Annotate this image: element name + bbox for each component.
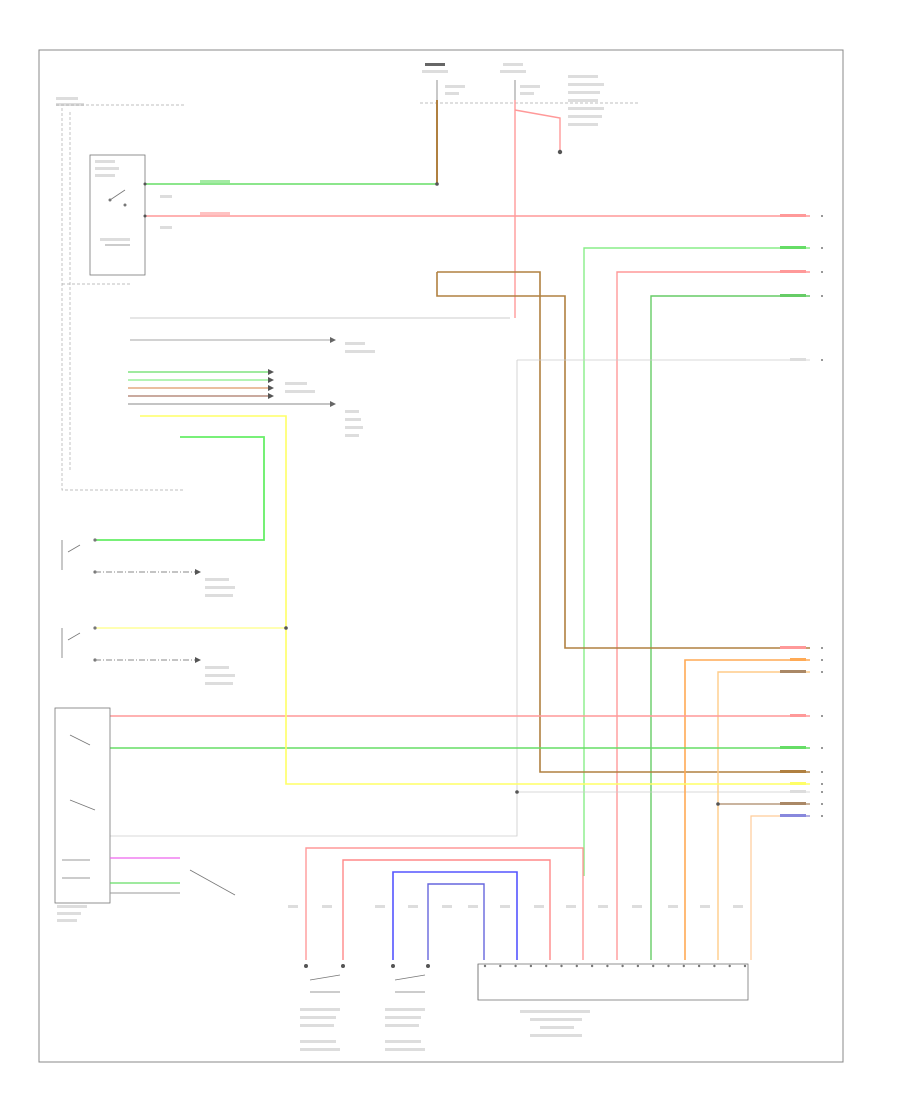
bottom-wire-labels xyxy=(288,905,743,908)
connector-pin xyxy=(728,964,731,968)
right-wire-tags xyxy=(780,214,806,817)
right-pin xyxy=(821,359,823,361)
wire-orange-1 xyxy=(684,659,810,960)
hot-at-all-times-label xyxy=(56,97,84,106)
control-module-bottom-right xyxy=(477,963,749,1037)
wire-gray-vertical xyxy=(110,360,518,837)
connector-pin xyxy=(560,964,563,968)
connector-pin xyxy=(590,964,594,968)
fuse-block-right xyxy=(500,63,604,126)
connector-pin xyxy=(499,964,502,968)
right-edge-pins xyxy=(821,215,823,817)
connector-pin xyxy=(545,964,548,968)
right-pin xyxy=(821,791,823,793)
connector-pin xyxy=(697,964,701,968)
switch-top-left xyxy=(89,154,230,276)
right-pin xyxy=(821,295,823,297)
connector-pin xyxy=(529,964,533,968)
connector-pin xyxy=(514,964,517,968)
switch-door-left xyxy=(61,538,235,597)
right-pin xyxy=(821,783,823,785)
connector-pin xyxy=(713,964,716,968)
right-pin xyxy=(821,215,823,217)
wire-orange-2 xyxy=(717,671,810,960)
fuse-block-left xyxy=(422,63,465,100)
right-pin xyxy=(821,671,823,673)
right-pin xyxy=(821,247,823,249)
junction-dots xyxy=(143,149,720,806)
wire-tan-loop-2 xyxy=(436,272,810,649)
module-bottom-left xyxy=(54,707,236,922)
connector-pin xyxy=(606,964,609,968)
wire-pink-branch xyxy=(514,109,561,150)
connector-rows-mid xyxy=(128,317,510,437)
right-pin xyxy=(821,771,823,773)
right-pin xyxy=(821,747,823,749)
connector-pin xyxy=(743,964,747,968)
right-pin xyxy=(821,715,823,717)
wire-green-left-switch xyxy=(95,436,265,541)
diagram-frame xyxy=(38,49,844,1063)
switch-door-right xyxy=(61,626,235,685)
right-pin xyxy=(821,803,823,805)
wire-yellow xyxy=(140,415,810,785)
switch-bottom-1 xyxy=(300,847,584,1051)
connector-pin xyxy=(667,964,670,968)
right-pin xyxy=(821,815,823,817)
connector-pin xyxy=(652,964,655,968)
connector-pin-dots xyxy=(483,964,747,968)
connector-pin xyxy=(682,964,685,968)
wire-green-right-3 xyxy=(650,295,810,960)
wire-tan-loop-1 xyxy=(437,271,810,773)
right-pin xyxy=(821,271,823,273)
wire-pink-right-2 xyxy=(616,271,810,960)
right-pin xyxy=(821,647,823,649)
connector-pin xyxy=(621,964,624,968)
switch-bottom-2 xyxy=(385,871,518,1051)
connector-pin xyxy=(636,964,640,968)
left-dashed-enclosure xyxy=(61,108,185,491)
connector-pin xyxy=(575,964,578,968)
wire-green-right xyxy=(583,247,810,876)
right-pin xyxy=(821,659,823,661)
connector-pin xyxy=(483,964,487,968)
wire-lightorange-right xyxy=(750,815,810,960)
